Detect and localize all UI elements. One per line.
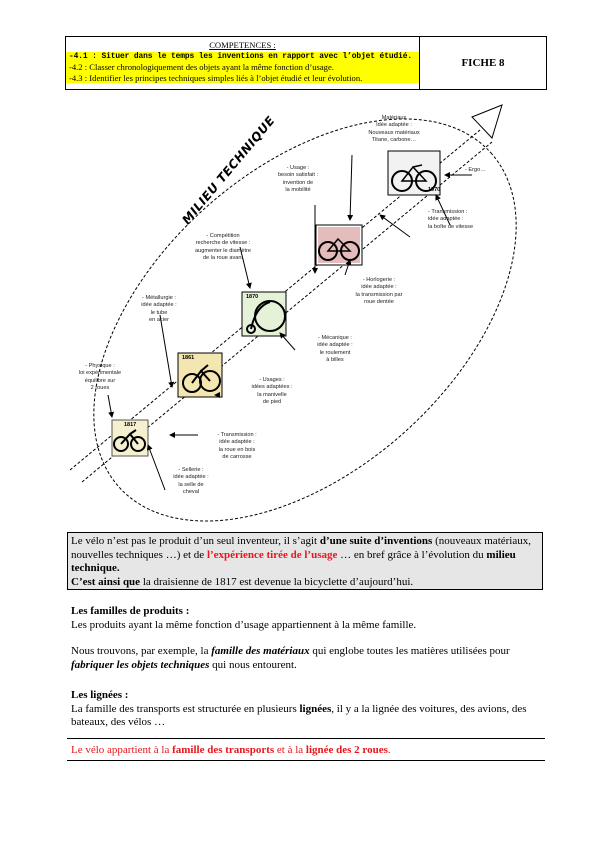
summary-box: Le vélo n’est pas le produit d’un seul i… xyxy=(67,532,543,590)
text-run: lignée des 2 roues xyxy=(305,744,388,756)
milieu-ellipse xyxy=(93,118,517,522)
box-text-bold: C’est ainsi que xyxy=(71,575,141,588)
box-text-red: l’expérience tirée de l’usage xyxy=(206,548,338,561)
text-run: Nous trouvons, par exemple, la xyxy=(71,645,212,657)
text-run: lignées xyxy=(299,702,332,715)
year-label: 1970 xyxy=(428,187,441,193)
label-transmission: - Transmission : idée adaptée : la boîte… xyxy=(428,209,474,230)
text-run: La famille des transports est structurée… xyxy=(71,702,300,715)
box-text-bold: milieu technique. xyxy=(71,548,516,575)
competences-header: COMPETENCES : -4.1 : Situer dans le temp… xyxy=(65,36,547,90)
label-sellerie: - Sellerie : idée adaptée : la selle de … xyxy=(173,467,209,496)
competence-item: -4.1 : Situer dans le temps les inventio… xyxy=(66,51,419,62)
label-physique: - Physique : loi expérimentale équilibre… xyxy=(78,363,122,392)
lignees-section: Les lignées : La famille des transports … xyxy=(71,689,543,730)
lignees-p1: La famille des transports est structurée… xyxy=(71,703,543,730)
bike-1861 xyxy=(177,352,223,398)
diagram-graphics xyxy=(69,104,517,522)
box-text: … en bref grâce à l’évolution du xyxy=(337,548,487,561)
divider xyxy=(67,738,545,739)
divider xyxy=(67,760,545,761)
lignees-title: Les lignées : xyxy=(71,689,129,701)
year-label: 1870 xyxy=(246,294,259,300)
competence-item: -4.2 : Classer chronologiquement des obj… xyxy=(66,62,419,73)
evolution-diagram: MILIEU TECHNIQUE 1817 1861 1870 1970 - P… xyxy=(60,95,560,525)
connector-arrows xyxy=(107,154,472,491)
text-run: qui englobe toutes les matières utilisée… xyxy=(309,645,510,657)
fiche-label: FICHE 8 xyxy=(461,57,505,69)
familles-section: Les familles de produits : Les produits … xyxy=(71,605,543,672)
bike-1870 xyxy=(241,291,287,337)
text-run: et à la xyxy=(274,744,306,756)
box-text-bold: d’une suite d’inventions xyxy=(319,535,433,547)
familles-title: Les familles de produits : xyxy=(71,605,190,617)
text-run: Le vélo appartient à la xyxy=(71,744,173,756)
competence-item: -4.3 : Identifier les principes techniqu… xyxy=(66,72,419,83)
conclusion: Le vélo appartient à la famille des tran… xyxy=(71,744,391,756)
box-text: (nouveaux matériaux, nouvelles technique… xyxy=(71,535,531,561)
text-run: fabriquer les objets techniques xyxy=(71,658,210,671)
label-materiaux: Matériaux Idée adaptée : Nouveaux matéri… xyxy=(368,115,420,144)
box-text: la draisienne de 1817 est devenue la bic… xyxy=(140,575,414,588)
bike-1817 xyxy=(111,419,149,457)
competences-title: COMPETENCES : xyxy=(209,40,276,50)
label-transmission-2: - Transmission : idée adaptée : la roue … xyxy=(217,432,257,461)
bike-1970 xyxy=(387,150,441,196)
text-run: , il y a la lignée des voitures, des avi… xyxy=(71,702,527,729)
competences-block: COMPETENCES : -4.1 : Situer dans le temp… xyxy=(66,37,420,89)
box-text: Le vélo n’est pas le produit d’un seul i… xyxy=(71,535,320,547)
label-competition: - Compétition recherche de vitesse : aug… xyxy=(195,233,251,262)
label-ergo: - Ergo… xyxy=(465,167,486,173)
familles-p2: Nous trouvons, par exemple, la famille d… xyxy=(71,645,543,672)
label-horlogerie: - Horlogerie : idée adaptée : la transmi… xyxy=(355,277,403,306)
bike-modern xyxy=(315,224,363,266)
label-mecanique: - Mécanique : idée adaptée : le roulemen… xyxy=(317,335,353,364)
label-usages: - Usages : idées adaptées : la manivelle… xyxy=(251,377,293,406)
text-run: famille des transports xyxy=(172,744,275,756)
label-metallurgie: - Métallurgie : idée adaptée : le tube e… xyxy=(141,295,177,324)
label-usage-besoin: - Usage : besoin satisfait : invention d… xyxy=(277,165,319,194)
text-run: . xyxy=(387,744,391,756)
year-label: 1861 xyxy=(182,355,195,361)
text-run: qui nous entourent. xyxy=(209,658,297,671)
year-label: 1817 xyxy=(124,422,137,428)
evolution-arrowhead xyxy=(471,104,503,139)
familles-p1: Les produits ayant la même fonction d’us… xyxy=(71,618,417,631)
text-run: famille des matériaux xyxy=(211,645,310,657)
